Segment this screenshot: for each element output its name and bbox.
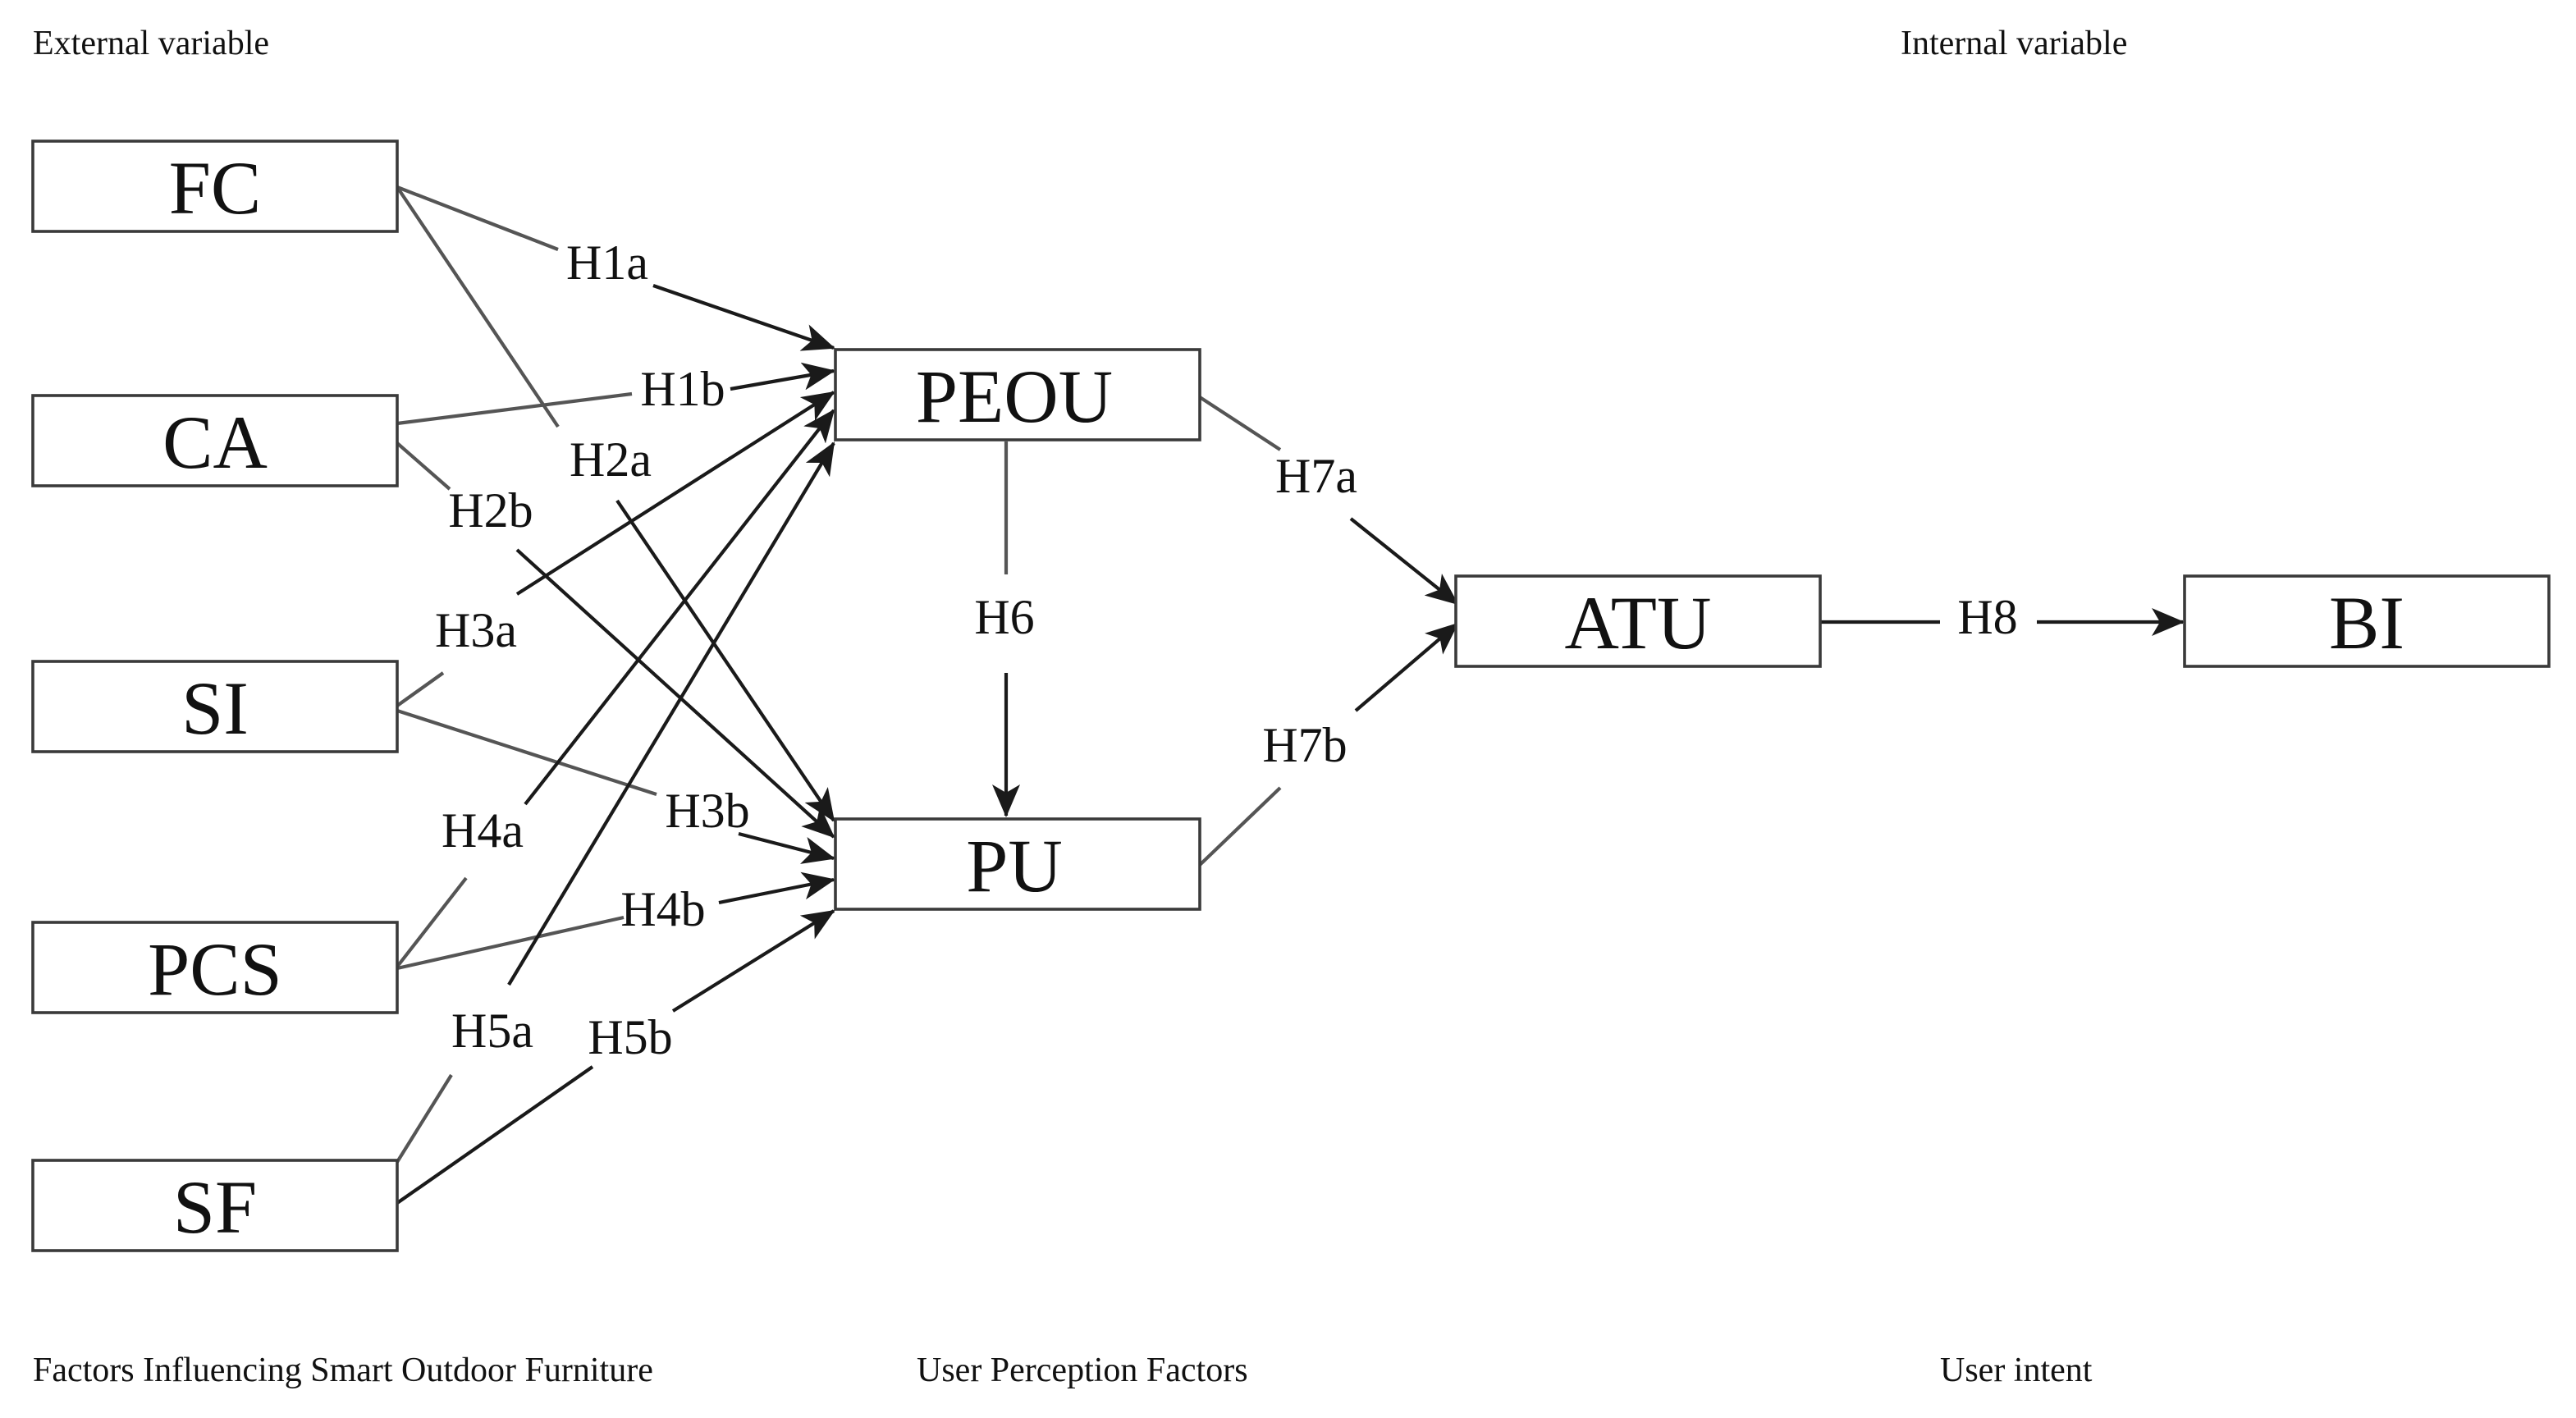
node-pu-box <box>834 817 1201 911</box>
caption-factors: Factors Influencing Smart Outdoor Furnit… <box>33 1352 653 1389</box>
node-si-label: SI <box>181 666 249 750</box>
edges <box>396 185 2185 1205</box>
edge-label-h8: H8 <box>1957 590 2017 644</box>
edge-h7a-line <box>1198 396 1282 451</box>
node-bi-label: BI <box>2329 581 2404 665</box>
edge-h4b-line <box>396 915 625 971</box>
node-bi-box <box>2183 574 2551 668</box>
edge-label-h2a: H2a <box>570 432 652 487</box>
edge-h4a-arrow <box>524 409 835 806</box>
node-peou-label: PEOU <box>916 354 1113 438</box>
edge-label-h7b: H7b <box>1262 718 1347 772</box>
edge-label-h3b: H3b <box>665 784 749 838</box>
node-peou-box <box>834 348 1201 441</box>
edge-label-h3a: H3a <box>435 603 517 657</box>
edge-label-h1a: H1a <box>566 236 648 290</box>
edge-h5b-arrow <box>671 909 835 1013</box>
node-pcs: PCS <box>31 921 399 1014</box>
node-fc-box <box>31 140 399 233</box>
edge-h1b-arrow <box>730 362 835 391</box>
caption-user-intent: User intent <box>1940 1352 2093 1389</box>
node-ca-label: CA <box>162 400 268 484</box>
edge-h5a-line-start <box>396 1073 453 1164</box>
edge-h2a-line <box>396 185 560 428</box>
edge-h7b-arrow <box>1354 622 1459 712</box>
node-atu-label: ATU <box>1565 581 1712 665</box>
edge-h3b-line <box>396 709 657 796</box>
edge-labels: H1a H1b H2a H2b H3a H3b H4a H4b H5a H5b … <box>435 236 2018 1064</box>
edge-h4b-arrow <box>718 871 835 905</box>
node-sf-label: SF <box>173 1165 257 1249</box>
node-ca: CA <box>31 394 399 487</box>
node-bi: BI <box>2183 574 2551 668</box>
edge-h2b-arrow <box>515 548 835 839</box>
edge-label-h7a: H7a <box>1275 449 1357 503</box>
edge-label-h5a: H5a <box>451 1004 533 1058</box>
node-ca-box <box>31 394 399 487</box>
node-sf-box <box>31 1159 399 1252</box>
edge-label-h4b: H4b <box>620 882 705 936</box>
edge-h3a-line-start <box>396 671 445 707</box>
caption-internal-variable: Internal variable <box>1901 25 2127 62</box>
edge-h5b-line <box>396 1065 594 1205</box>
edge-h2b-line <box>396 441 451 491</box>
edge-h5a-arrow <box>507 441 835 986</box>
node-pcs-label: PCS <box>148 927 282 1011</box>
edge-h1a-line <box>396 185 559 251</box>
caption-user-perception: User Perception Factors <box>917 1352 1248 1389</box>
edge-h2a-arrow <box>615 499 835 822</box>
node-atu: ATU <box>1454 574 1822 668</box>
edge-label-h6: H6 <box>974 590 1034 644</box>
edge-h3b-arrow <box>738 831 835 864</box>
edge-label-h2b: H2b <box>448 483 533 537</box>
edge-label-h1b: H1b <box>640 362 725 416</box>
node-si: SI <box>31 660 399 753</box>
edge-h4a-line-start <box>396 876 468 968</box>
edge-h7b-line <box>1198 786 1282 867</box>
edge-h1b-line <box>396 391 633 426</box>
caption-external-variable: External variable <box>33 25 269 62</box>
node-pcs-box <box>31 921 399 1014</box>
node-peou: PEOU <box>834 348 1201 441</box>
edge-label-h4a: H4a <box>442 803 524 858</box>
node-si-box <box>31 660 399 753</box>
edge-label-h5b: H5b <box>588 1010 672 1064</box>
edge-h3a-arrow <box>515 391 835 596</box>
edge-h1a-arrow <box>652 284 835 351</box>
node-pu-label: PU <box>966 824 1063 908</box>
node-fc-label: FC <box>169 146 262 230</box>
node-atu-box <box>1454 574 1822 668</box>
node-pu: PU <box>834 817 1201 911</box>
node-sf: SF <box>31 1159 399 1252</box>
node-fc: FC <box>31 140 399 233</box>
edge-h7a-arrow <box>1349 517 1459 606</box>
